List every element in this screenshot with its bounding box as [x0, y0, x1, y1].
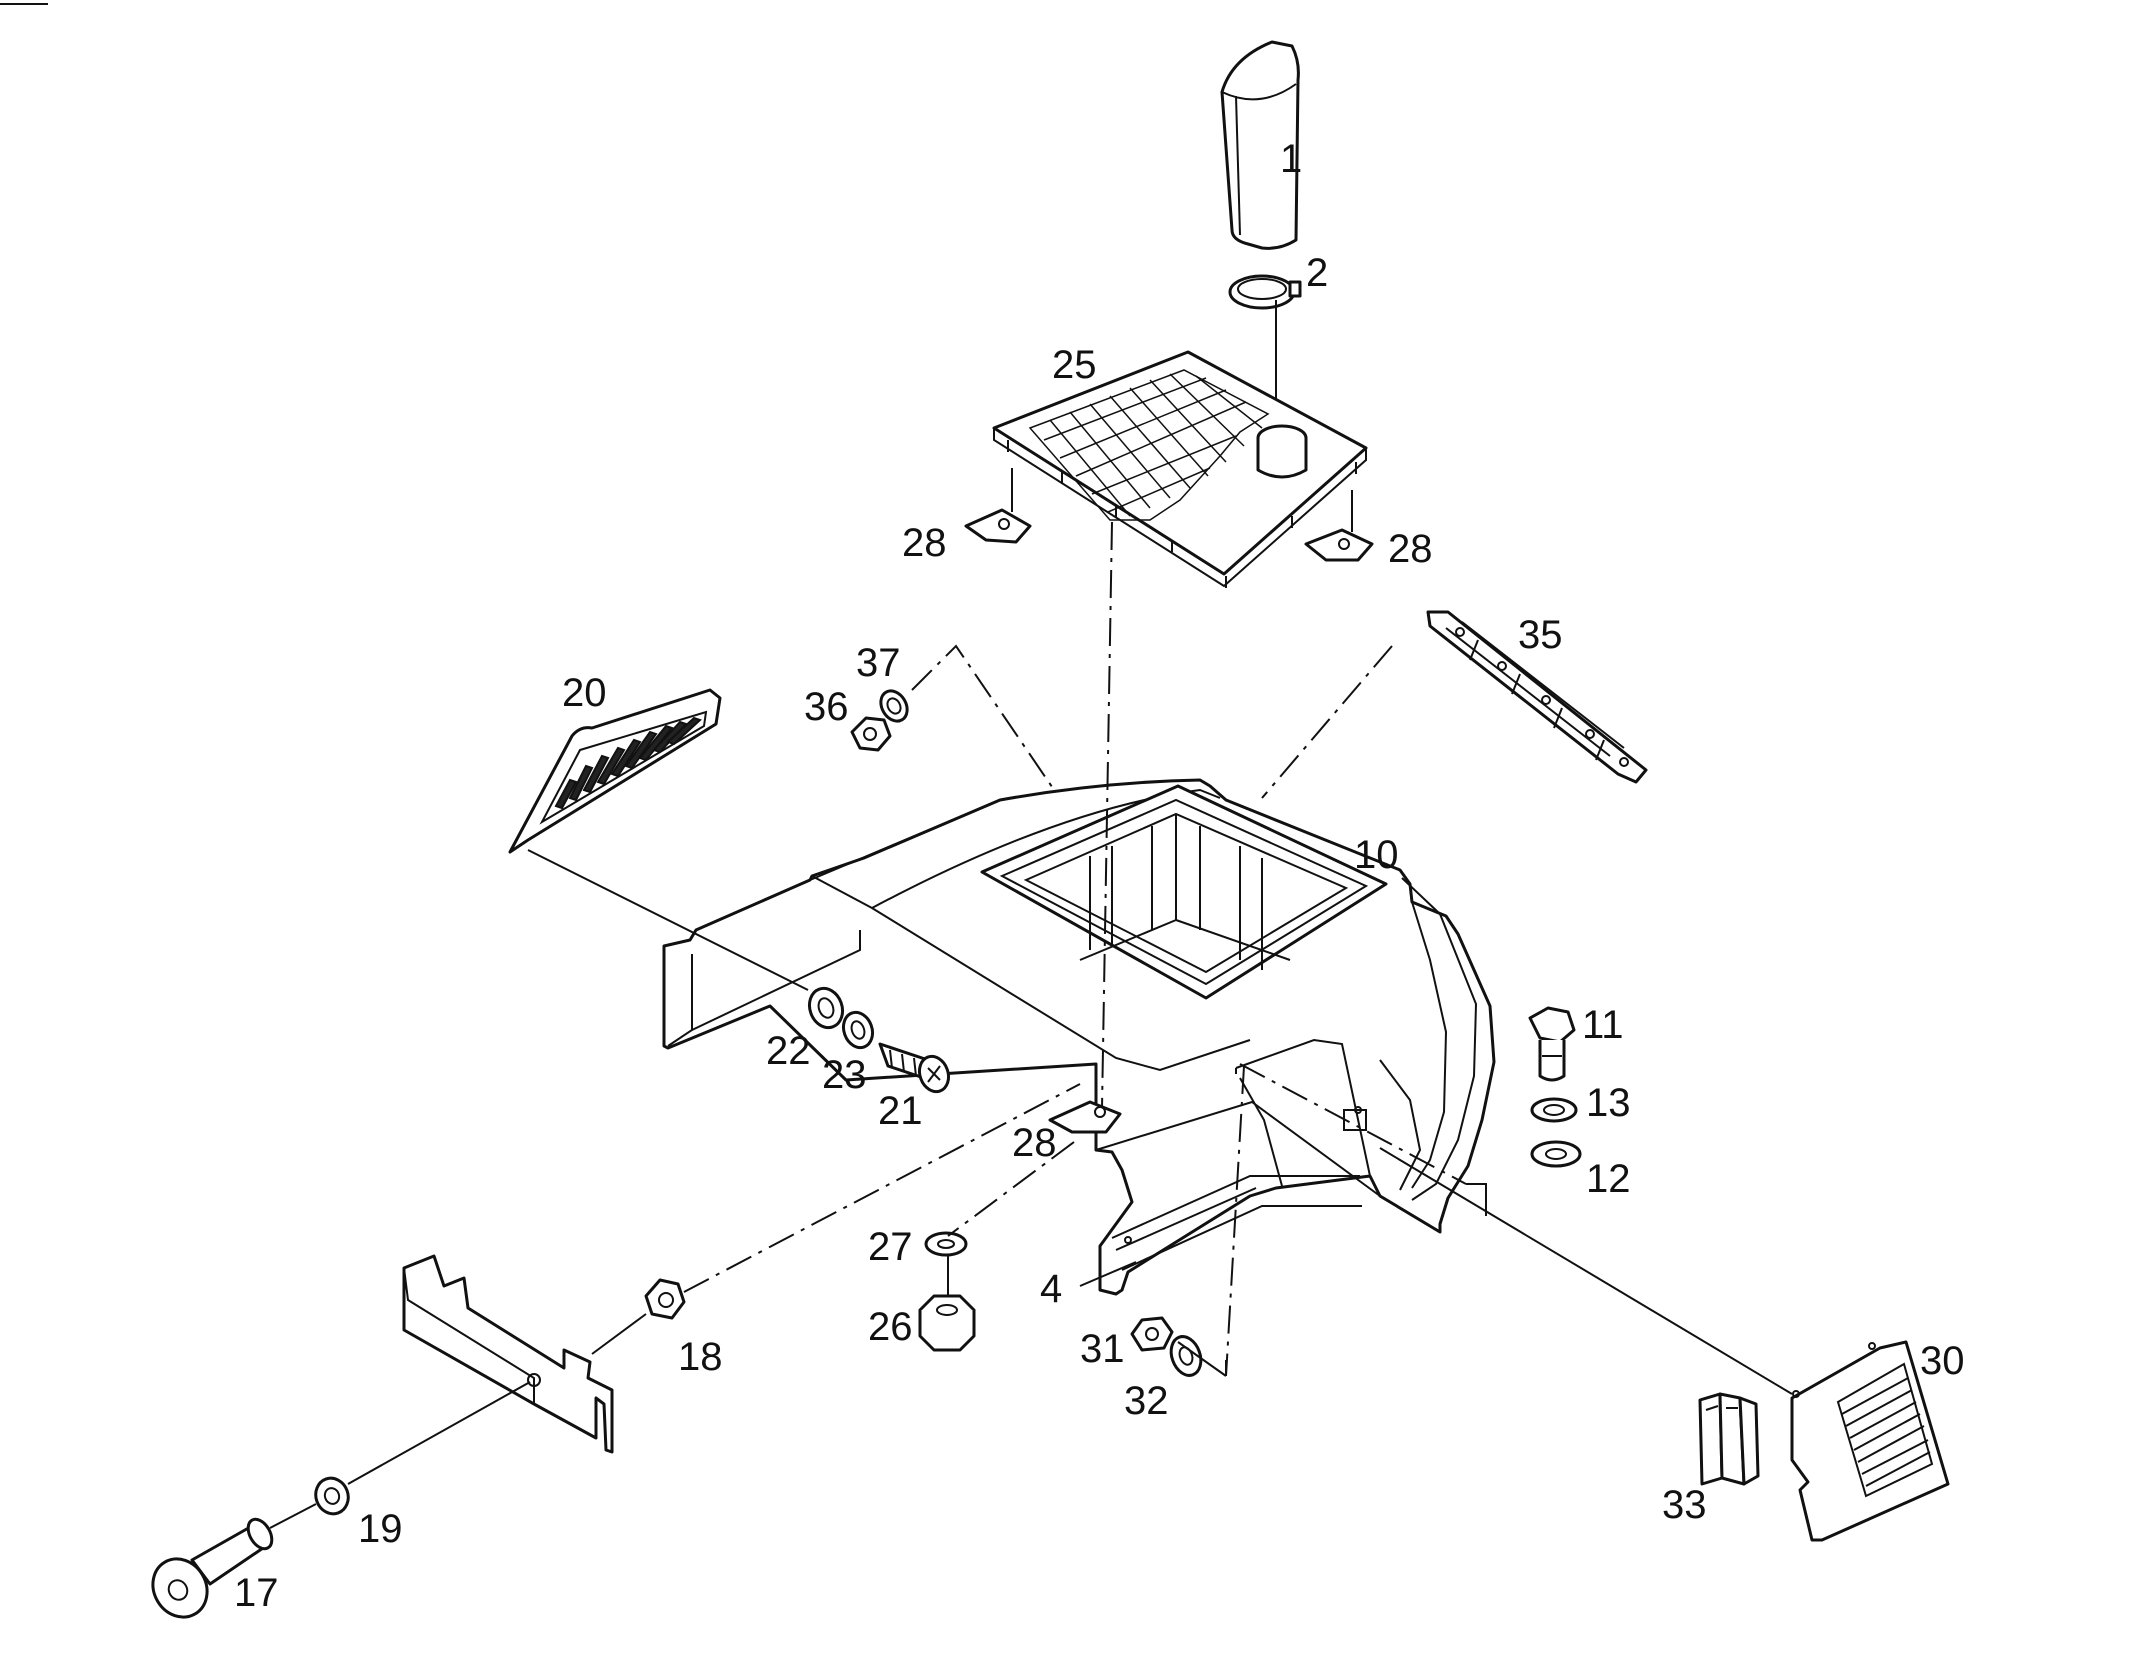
- part-11-bolt: [1528, 1006, 1576, 1082]
- callout-17: 17: [234, 1571, 279, 1615]
- callout-28-right: 28: [1388, 527, 1433, 571]
- callout-23: 23: [822, 1053, 867, 1097]
- part-23-lockwasher: [841, 1010, 875, 1050]
- part-33-clip: [1698, 1392, 1760, 1486]
- part-21-bolt: [878, 1042, 951, 1094]
- callout-28-lower: 28: [1012, 1121, 1057, 1165]
- part-13-washer: [1530, 1097, 1578, 1123]
- part-32-washer: [1169, 1335, 1203, 1377]
- callout-13: 13: [1586, 1081, 1631, 1125]
- part-22-washer: [807, 986, 845, 1030]
- callout-1: 1: [1280, 137, 1302, 181]
- callout-18: 18: [678, 1335, 723, 1379]
- part-19-washer: [314, 1476, 350, 1516]
- part-26-nut: [918, 1294, 976, 1352]
- part-37-washer: [879, 689, 909, 723]
- callout-20: 20: [562, 671, 607, 715]
- part-35-side-grille: [1426, 610, 1648, 784]
- callout-19: 19: [358, 1507, 403, 1551]
- callout-35: 35: [1518, 613, 1563, 657]
- bracket-plate: [402, 1254, 614, 1454]
- part-12-washer: [1530, 1140, 1582, 1168]
- callout-31: 31: [1080, 1327, 1125, 1371]
- part-27-washer: [924, 1231, 968, 1257]
- part-2-clamp: [1228, 274, 1302, 310]
- callout-33: 33: [1662, 1483, 1707, 1527]
- part-31-nut: [1130, 1316, 1174, 1352]
- part-28-bracket-left: [964, 508, 1032, 544]
- callout-22: 22: [766, 1029, 811, 1073]
- callout-32: 32: [1124, 1379, 1169, 1423]
- callout-28-left: 28: [902, 521, 947, 565]
- callout-27: 27: [868, 1225, 913, 1269]
- part-36-nut: [850, 716, 892, 752]
- part-28-bracket-right: [1304, 528, 1374, 562]
- callout-11: 11: [1582, 1003, 1624, 1047]
- part-1-exhaust-pipe: [1220, 40, 1300, 250]
- part-18-nut: [644, 1278, 686, 1320]
- callout-37: 37: [856, 641, 901, 685]
- callout-10: 10: [1354, 833, 1399, 877]
- callout-21: 21: [878, 1089, 923, 1133]
- callout-labels: 1 2 25 28 28 37 36 35 20 10 11 13 12 22 …: [234, 137, 1965, 1615]
- part-25-top-grille: [992, 350, 1368, 588]
- callout-25: 25: [1052, 343, 1097, 387]
- part-10-hood-body: [662, 778, 1496, 1296]
- part-20-left-vent: [508, 688, 722, 854]
- part-28-bracket-lower: [1048, 1100, 1122, 1134]
- callout-2: 2: [1306, 251, 1328, 295]
- callout-26: 26: [868, 1305, 913, 1349]
- callout-4: 4: [1040, 1267, 1062, 1311]
- callout-30: 30: [1920, 1339, 1965, 1383]
- callout-12: 12: [1586, 1157, 1631, 1201]
- part-17-bolt: [151, 1517, 274, 1619]
- part-30-front-grille: [1790, 1340, 1950, 1542]
- callout-36: 36: [804, 685, 849, 729]
